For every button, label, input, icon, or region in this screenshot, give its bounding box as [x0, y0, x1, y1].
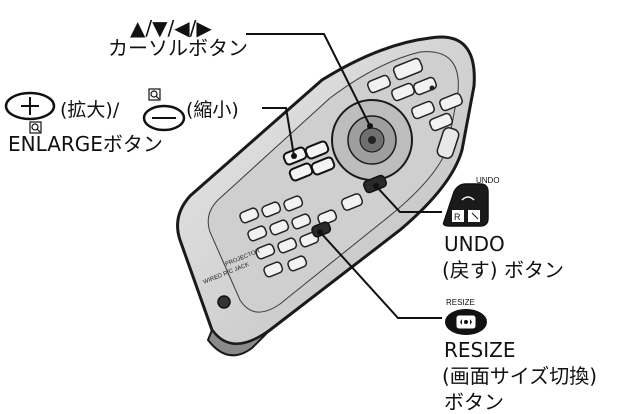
zoom-in-icon-right: [148, 88, 161, 101]
resize-desc-label: (画面サイズ切換): [442, 364, 598, 388]
enlarge-plus-label: (拡大)/: [60, 99, 120, 121]
cursor-arrows-label: ▲/▼/◀/▶: [130, 16, 212, 40]
svg-text:R: R: [454, 212, 461, 222]
undo-title-label: UNDO: [444, 232, 505, 256]
top-button-cluster: [367, 57, 463, 132]
wired-jack: [217, 295, 231, 309]
resize-title-label: RESIZE: [444, 338, 516, 362]
resize-button-icon: [445, 309, 487, 335]
leader-lines: [246, 33, 442, 319]
cursor-pad[interactable]: [331, 99, 413, 181]
zoom-in-icon-left: [29, 121, 42, 134]
resize-button-label: ボタン: [444, 390, 504, 414]
undo-desc-label: (戻す) ボタン: [442, 258, 564, 282]
enlarge-button-label: ENLARGEボタン: [8, 132, 163, 156]
undo-button-icon: R: [442, 183, 489, 227]
cursor-button-label: カーソルボタン: [108, 36, 248, 60]
undo-small-label: UNDO: [476, 176, 500, 185]
lower-button-grid: [239, 195, 338, 278]
plus-button-icon: [4, 91, 56, 121]
minus-button-icon: [142, 104, 186, 132]
enlarge-minus-label: (縮小): [186, 99, 239, 121]
enlarge-buttons[interactable]: [282, 140, 336, 182]
resize-small-label: RESIZE: [446, 298, 475, 307]
